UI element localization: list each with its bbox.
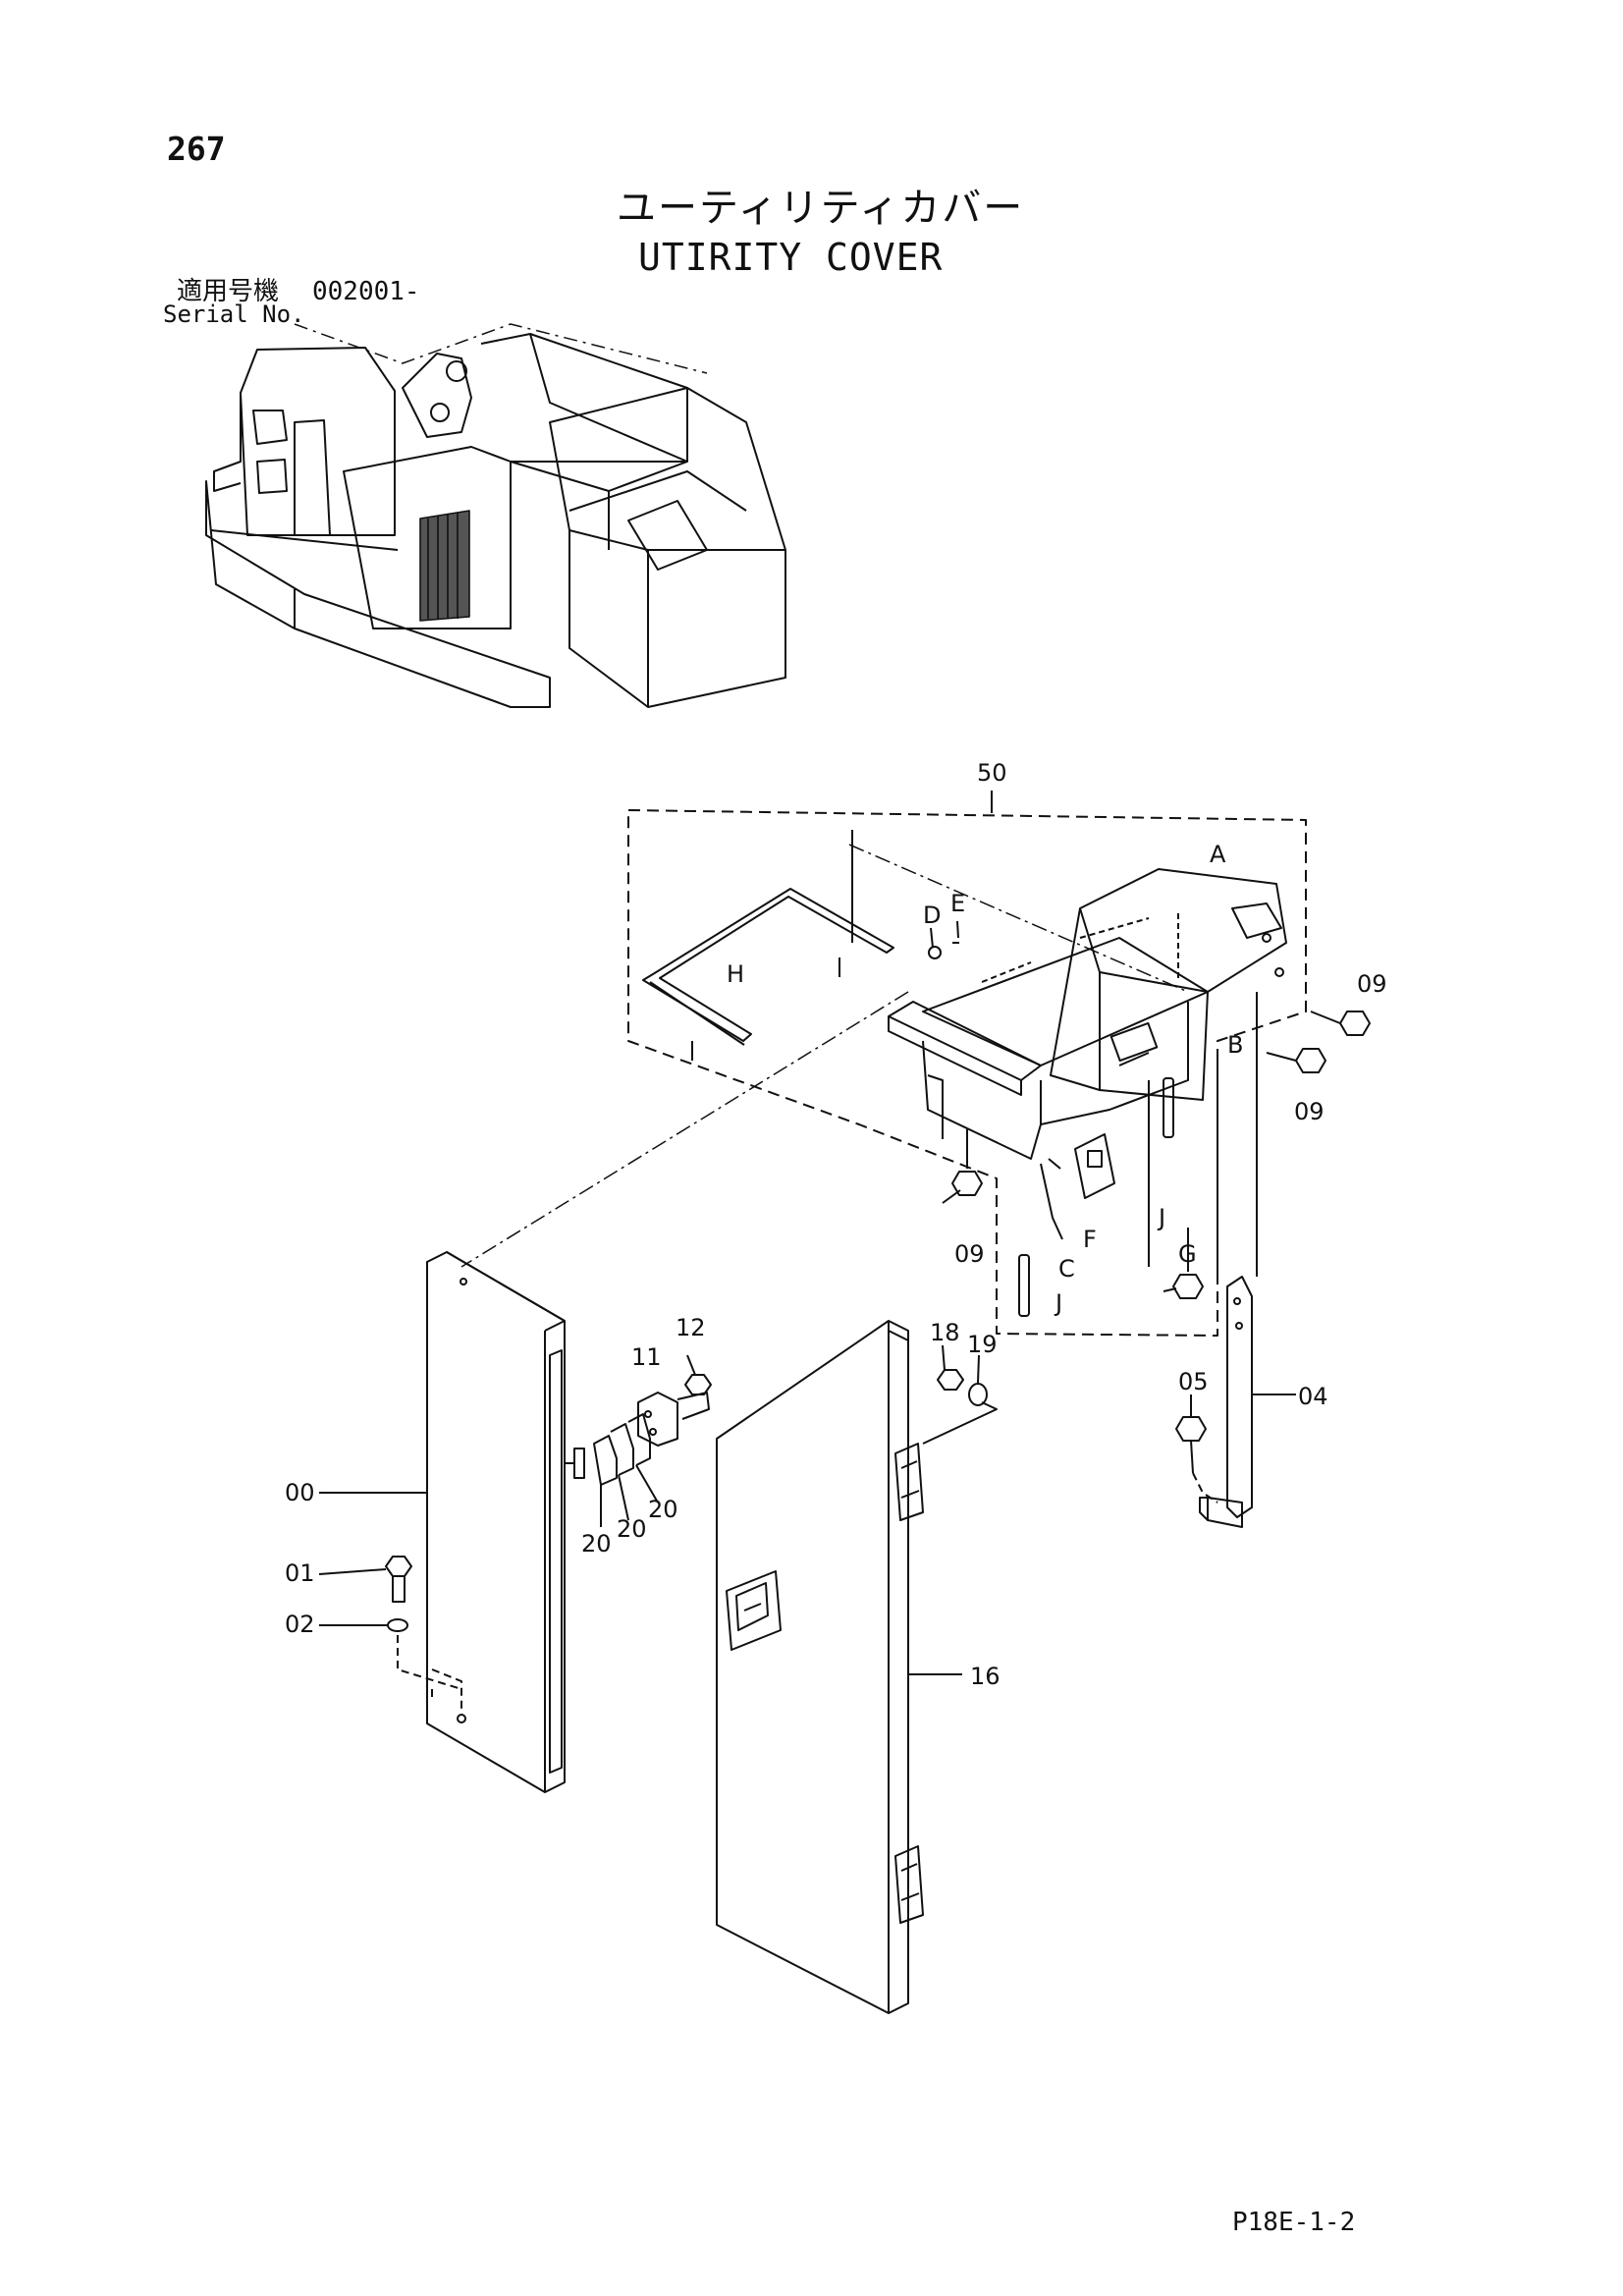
callout-12: 12 [676, 1314, 706, 1341]
serial-label-english: Serial No. [163, 301, 305, 328]
callout-20-right: 20 [648, 1496, 678, 1523]
callout-09-right: 09 [1357, 970, 1387, 998]
part-04-bracket [1199, 992, 1296, 1528]
page-title-japanese: ユーティリティカバー [617, 186, 1025, 231]
part-j-seal-strips [1018, 1077, 1174, 1317]
callout-b: B [1227, 1031, 1243, 1059]
callout-j-lower: J [1054, 1289, 1062, 1317]
callout-h: H [727, 960, 744, 988]
callout-d: D [923, 902, 941, 929]
callout-09-middle: 09 [1294, 1098, 1325, 1125]
callout-e: E [950, 890, 965, 917]
callout-16: 16 [970, 1663, 1001, 1690]
footer-page-code: P18E-1-2 [1232, 2208, 1356, 2237]
callout-02: 02 [285, 1611, 315, 1638]
callout-00: 00 [285, 1479, 315, 1506]
assembly-50-boundary [627, 809, 1307, 1337]
callout-a: A [1210, 841, 1226, 868]
callout-09-lower: 09 [954, 1240, 985, 1268]
callout-50: 50 [977, 759, 1007, 787]
bolt-01-washer-02 [318, 1556, 462, 1690]
callout-j-upper: J [1157, 1204, 1165, 1231]
callout-20-left: 20 [581, 1530, 612, 1558]
callout-19: 19 [967, 1331, 998, 1358]
callout-05: 05 [1178, 1368, 1209, 1395]
callout-11: 11 [631, 1343, 662, 1371]
serial-label-japanese: 適用号機 [177, 277, 280, 306]
utility-box-assembly [888, 868, 1287, 1240]
parts-11-12-20-hinge-clips [565, 1354, 712, 1527]
callout-labels: 50 A B C D E F G H J J 09 09 09 04 05 00… [285, 759, 1387, 1690]
callout-01: 01 [285, 1559, 315, 1587]
page-number: 267 [167, 130, 226, 168]
bolt-09-group [942, 1011, 1371, 1299]
callout-18: 18 [930, 1319, 960, 1346]
callout-c: C [1058, 1255, 1075, 1283]
callout-04: 04 [1298, 1383, 1328, 1410]
callout-20-middle: 20 [617, 1515, 647, 1543]
page-title-english: UTIRITY COVER [638, 236, 944, 279]
part-16-door [716, 1320, 998, 2014]
part-00-cover-panel [319, 1251, 566, 1793]
serial-range: 002001- [312, 277, 420, 306]
callout-f: F [1083, 1226, 1097, 1253]
bolt-05 [1175, 1394, 1218, 1503]
utility-cover-location-highlight [419, 510, 470, 622]
part-h-seal-frame [642, 888, 894, 1046]
callout-g: G [1178, 1240, 1197, 1268]
machine-overview-illustration [205, 323, 786, 708]
